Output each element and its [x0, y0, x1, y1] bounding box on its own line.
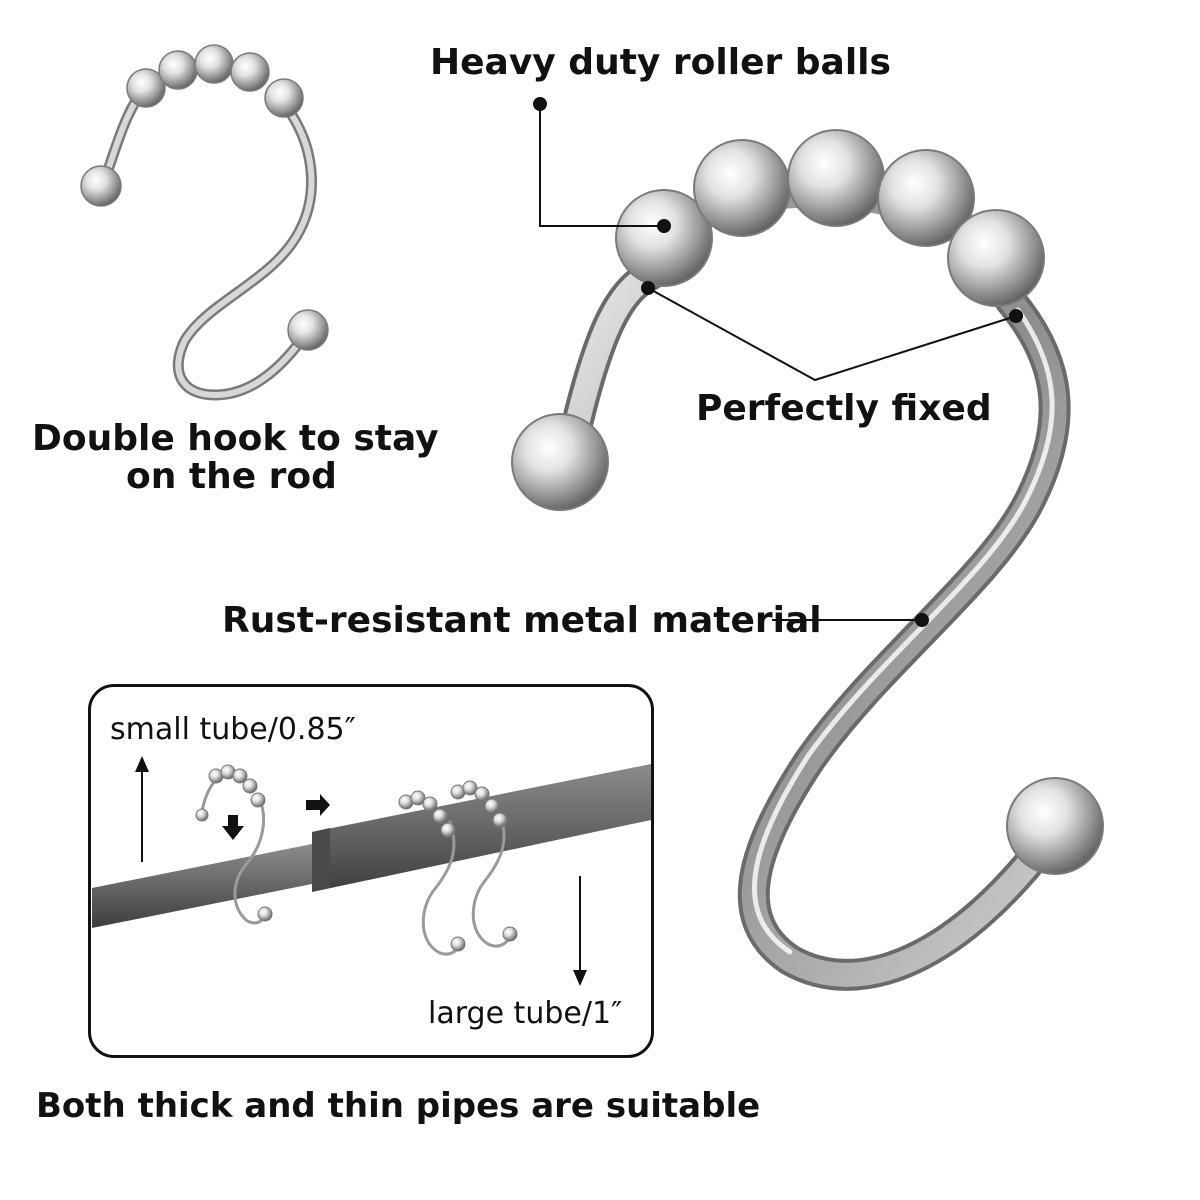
large-tube-label: large tube/1″ [428, 996, 623, 1031]
small-hook-end-ball-right [287, 309, 329, 351]
large-hook-wire [566, 263, 1067, 987]
large-hook-end-ball-left [511, 413, 609, 511]
small-tube-label: small tube/0.85″ [110, 712, 356, 747]
inset-panel [88, 684, 654, 1058]
footer-caption: Both thick and thin pipes are suitable [36, 1086, 761, 1126]
double-hook-callout-line1: Double hook to stay [32, 418, 439, 459]
roller-ball-2 [693, 139, 791, 237]
mini-hook-2 [398, 790, 466, 956]
large-hook [511, 129, 1104, 991]
roller-ball-4 [877, 149, 975, 247]
callout-lines [533, 97, 1023, 627]
roller-ball-1 [615, 189, 713, 287]
mini-hook-3 [450, 780, 518, 948]
roller-balls-callout: Heavy duty roller balls [430, 42, 891, 83]
perfectly-fixed-callout: Perfectly fixed [696, 388, 992, 429]
move-down-arrow [222, 815, 244, 840]
small-hook [80, 44, 329, 401]
inset-illustration [92, 756, 651, 986]
double-hook-callout-line2: on the rod [126, 456, 337, 497]
large-hook-wire-highlight [752, 307, 1055, 955]
mini-hook-1 [195, 764, 273, 925]
small-hook-wire [98, 89, 317, 401]
material-callout: Rust-resistant metal material [222, 600, 822, 641]
move-right-arrow [306, 794, 330, 816]
small-hook-end-ball-left [80, 165, 122, 207]
roller-ball-5 [947, 209, 1045, 307]
thick-rod [312, 764, 651, 892]
thin-rod [92, 844, 312, 928]
roller-ball-3 [787, 129, 885, 227]
large-hook-end-ball-right [1006, 777, 1104, 875]
